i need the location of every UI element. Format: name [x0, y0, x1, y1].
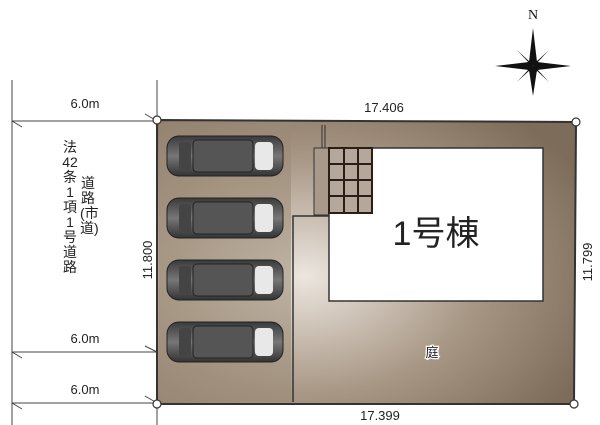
road-width-mid: 6.0m [71, 331, 100, 346]
road-name-col2: 道路(市道) [80, 175, 99, 236]
road-width-bottom: 6.0m [71, 382, 100, 397]
dimension-bottom: 17.399 [360, 408, 400, 423]
car-icon [166, 259, 284, 301]
road-name-char: 条 [63, 169, 77, 185]
road-name-char: 1 [66, 214, 74, 230]
road-name-char: 1 [66, 184, 74, 200]
dimension-left: 11.800 [140, 241, 155, 280]
dimension-right: 11.799 [580, 243, 595, 282]
road-width-top: 6.0m [71, 96, 100, 111]
road-name-char: (市 [80, 205, 99, 221]
dimension-top: 17.406 [364, 100, 404, 115]
road-dimension-lines [11, 80, 158, 425]
road-name-char: 号 [63, 229, 77, 245]
garden-label: 庭 [425, 345, 438, 360]
road-name-char: 路 [63, 259, 77, 275]
car-icon [166, 135, 284, 177]
parking-divider [292, 215, 330, 402]
road-name-char: 路 [81, 190, 95, 206]
corner-markers [152, 115, 581, 409]
compass-rose-icon [495, 28, 571, 96]
compass-north-label: N [528, 8, 538, 23]
road-name-char: 道) [80, 220, 99, 236]
road-name-char: 項 [63, 199, 77, 215]
road-name-char: 法 [63, 139, 77, 155]
entry-path [313, 147, 330, 216]
deck-grid [328, 147, 373, 214]
parked-cars [166, 135, 284, 363]
road-name-char: 道 [63, 244, 77, 260]
road-name-char: 42 [62, 154, 78, 170]
building-label: 1号棟 [393, 215, 480, 253]
road-name-char: 道 [81, 175, 95, 191]
car-icon [166, 321, 284, 363]
car-icon [166, 197, 284, 239]
